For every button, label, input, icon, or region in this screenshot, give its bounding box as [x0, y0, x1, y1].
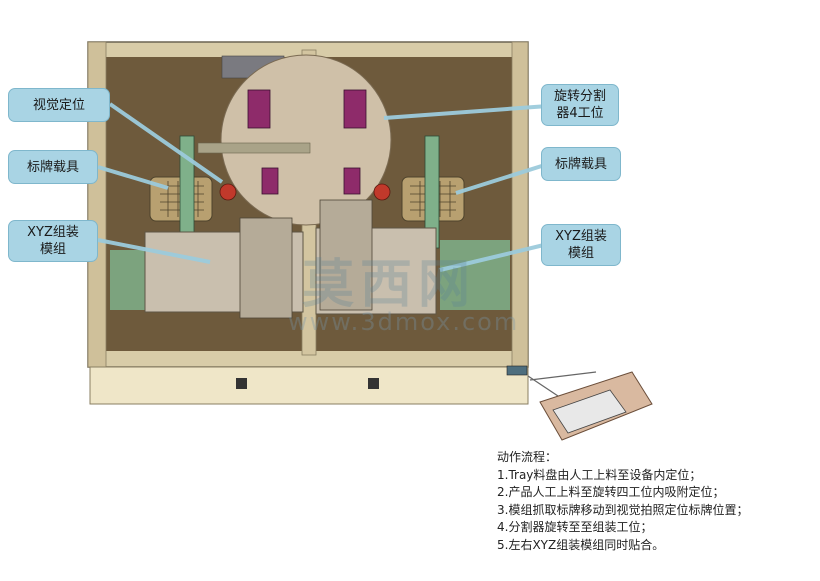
watermark-url: www.3dmox.com — [288, 308, 520, 336]
xyz-right-carriage — [319, 199, 373, 311]
callout-xyz-module-right: XYZ组装 模组 — [541, 224, 621, 266]
process-step-3: 3.模组抓取标牌移动到视觉拍照定位标牌位置； — [497, 502, 749, 517]
leader-xyz-right — [439, 242, 549, 272]
callout-xyz-module-left: XYZ组装 模组 — [8, 220, 98, 262]
base-button-left — [236, 378, 247, 389]
nest-top-left — [247, 89, 271, 129]
keyboard-arm-b — [529, 371, 597, 381]
camera-right — [373, 183, 391, 201]
xyz-left-carriage — [239, 217, 293, 319]
disk-bar — [197, 142, 311, 154]
leader-xyz-left — [97, 238, 211, 264]
process-title: 动作流程： — [497, 450, 558, 464]
process-step-5: 5.左右XYZ组装模组同时贴合。 — [497, 537, 665, 552]
callout-nameplate-fixture-right: 标牌载具 — [541, 147, 621, 181]
process-step-2: 2.产品人工上料至旋转四工位内吸附定位； — [497, 485, 725, 499]
control-box — [506, 365, 528, 376]
process-step-4: 4.分割器旋转至至组装工位； — [497, 520, 653, 534]
process-step-1: 1.Tray料盘由人工上料至设备内定位； — [497, 467, 702, 482]
green-plate-right — [440, 240, 510, 310]
keyboard — [552, 389, 627, 434]
camera-left — [219, 183, 237, 201]
rotary-disk — [220, 54, 392, 226]
nest-top-right — [343, 89, 367, 129]
nest-mid-right — [343, 167, 361, 195]
leader-vision — [108, 102, 224, 184]
leader-fixture-right — [455, 162, 549, 195]
callout-vision-positioning: 视觉定位 — [8, 88, 110, 122]
callout-nameplate-fixture-left: 标牌载具 — [8, 150, 98, 184]
base-panel — [89, 366, 529, 405]
nest-mid-left — [261, 167, 279, 195]
leader-rotary — [383, 104, 549, 120]
watermark-logo: 莫西网 — [302, 254, 477, 315]
base-button-right — [368, 378, 379, 389]
process-steps: 动作流程： 1.Tray料盘由人工上料至设备内定位； 2.产品人工上料至旋转四工… — [497, 449, 817, 554]
leader-fixture-left — [97, 165, 169, 190]
callout-rotary-indexer: 旋转分割 器4工位 — [541, 84, 619, 126]
